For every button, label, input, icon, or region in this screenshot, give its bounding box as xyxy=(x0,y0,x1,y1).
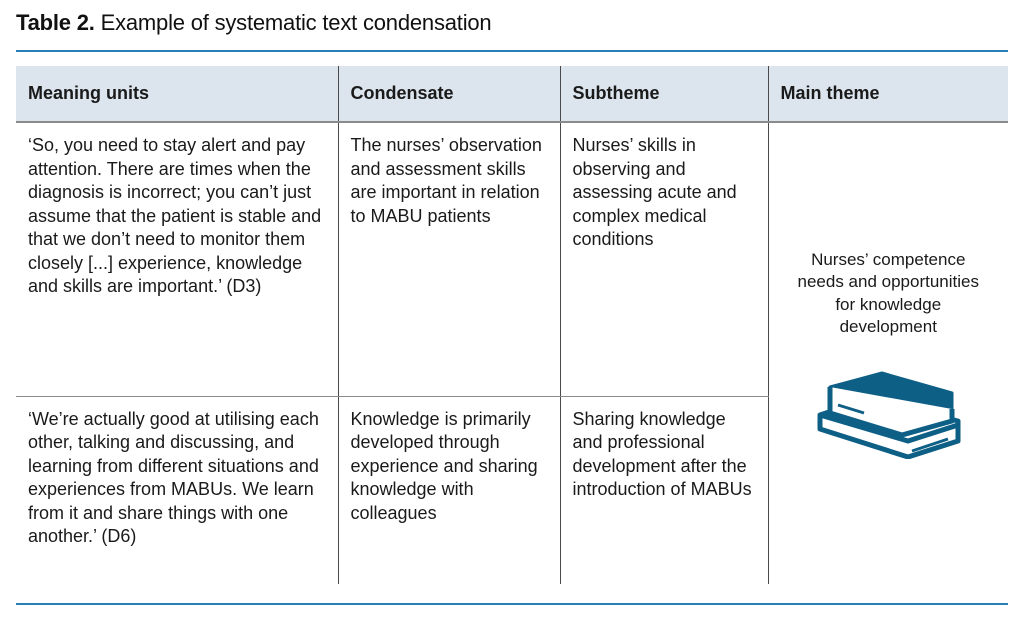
meaning-unit-cell: ‘So, you need to stay alert and pay atte… xyxy=(16,122,338,397)
header-condensate: Condensate xyxy=(337,66,560,123)
table-row: ‘So, you need to stay alert and pay atte… xyxy=(16,122,1008,584)
header-row: Meaning units Condensate Subtheme Main t… xyxy=(16,66,1008,123)
condensate-cell: Knowledge is primarily developed through… xyxy=(337,396,560,584)
table-caption: Table 2. Example of systematic text cond… xyxy=(16,8,492,38)
condensation-table: Meaning units Condensate Subtheme Main t… xyxy=(16,66,1008,584)
condensate-cell: The nurses’ observation and assessment s… xyxy=(337,122,560,397)
books-stack-icon xyxy=(817,371,961,459)
header-subtheme: Subtheme xyxy=(559,66,768,123)
bottom-rule xyxy=(16,603,1008,605)
subtheme-cell: Sharing knowledge and professional devel… xyxy=(559,396,768,584)
header-main-theme: Main theme xyxy=(767,66,1008,123)
main-theme-cell: Nurses’ competence needs and opportuniti… xyxy=(767,122,1008,584)
caption-text: Example of systematic text condensation xyxy=(100,10,492,35)
main-theme-text: Nurses’ competence needs and opportuniti… xyxy=(797,249,979,337)
subtheme-cell: Nurses’ skills in observing and assessin… xyxy=(559,122,768,397)
top-rule xyxy=(16,50,1008,52)
meaning-unit-cell: ‘We’re actually good at utilising each o… xyxy=(28,408,319,547)
caption-label: Table 2. xyxy=(16,10,95,35)
header-meaning-units: Meaning units xyxy=(16,66,338,123)
table-row: ‘We’re actually good at utilising each o… xyxy=(16,396,1008,584)
